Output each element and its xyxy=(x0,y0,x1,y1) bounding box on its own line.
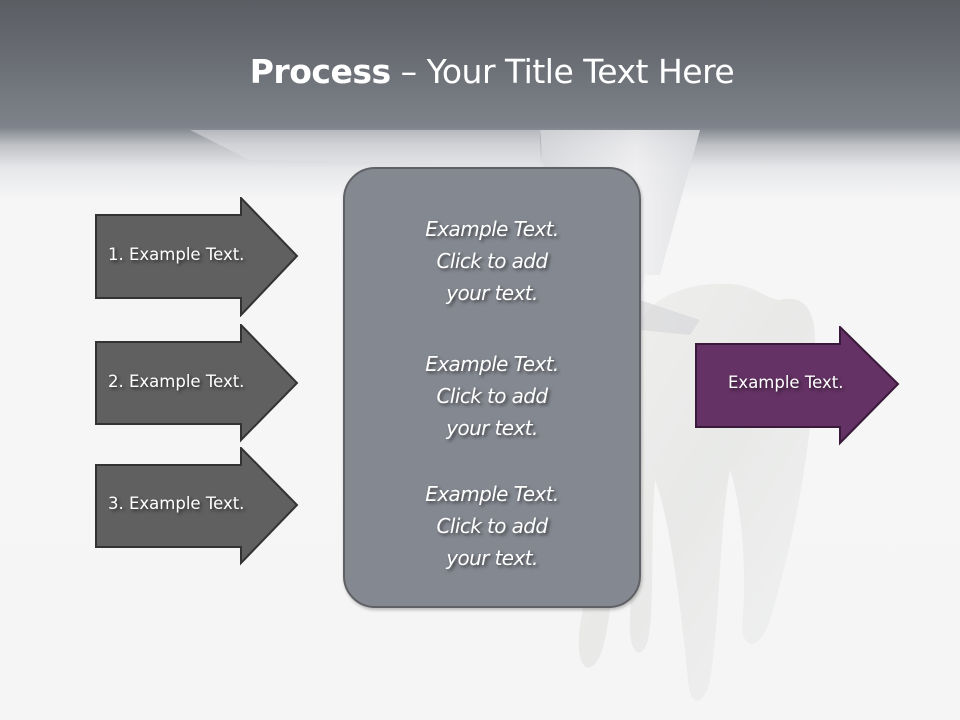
center-text-box[interactable]: Example Text. Click to add your text. Ex… xyxy=(343,167,641,608)
arrow-right-icon xyxy=(95,197,299,317)
step-arrow-label: 2. Example Text. xyxy=(108,372,245,391)
step-arrow-1[interactable]: 1. Example Text. xyxy=(95,197,300,317)
paragraph-line: your text. xyxy=(446,546,538,570)
result-arrow[interactable]: Example Text. xyxy=(695,326,901,446)
title-bold: Process xyxy=(249,52,391,91)
paragraph-line: Example Text. xyxy=(425,482,559,506)
title-rest: – Your Title Text Here xyxy=(390,52,735,91)
paragraph-line: Example Text. xyxy=(425,217,559,241)
arrow-right-icon xyxy=(95,447,299,566)
step-arrow-label: 3. Example Text. xyxy=(108,494,245,513)
arrow-right-icon xyxy=(95,324,299,443)
paragraph-line: Example Text. xyxy=(425,352,559,376)
result-arrow-label: Example Text. xyxy=(728,373,844,392)
paragraph-line: Click to add xyxy=(436,514,549,538)
center-paragraph-1[interactable]: Example Text. Click to add your text. xyxy=(345,213,639,309)
step-arrow-3[interactable]: 3. Example Text. xyxy=(95,447,300,567)
paragraph-line: your text. xyxy=(446,281,538,305)
step-arrow-label: 1. Example Text. xyxy=(108,245,245,264)
center-paragraph-3[interactable]: Example Text. Click to add your text. xyxy=(345,478,639,574)
arrow-right-icon xyxy=(695,326,900,446)
step-arrow-2[interactable]: 2. Example Text. xyxy=(95,324,300,444)
paragraph-line: Click to add xyxy=(436,249,549,273)
paragraph-line: your text. xyxy=(446,416,538,440)
slide-title: Process – Your Title Text Here xyxy=(0,52,960,91)
paragraph-line: Click to add xyxy=(436,384,549,408)
center-paragraph-2[interactable]: Example Text. Click to add your text. xyxy=(345,348,639,444)
